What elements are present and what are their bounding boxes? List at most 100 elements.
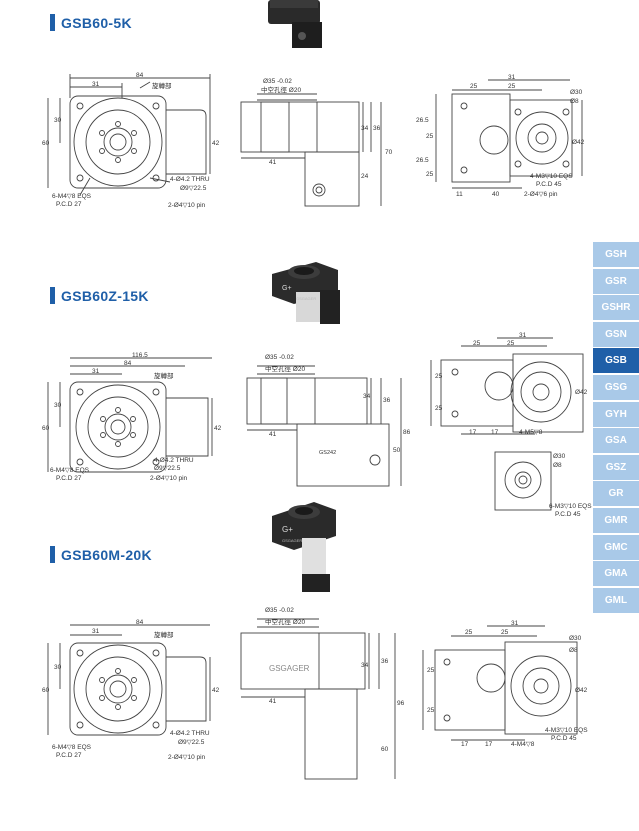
dim-label: Ø30 <box>569 635 582 642</box>
right-view-drawing-20k: 31 25 25 25 25 Ø30 Ø8 Ø42 17 17 4-M4▽8 4… <box>422 620 588 748</box>
note-label: 4-M3▽10 EQS <box>545 727 588 734</box>
series-tab-gsb[interactable]: GSB <box>593 348 639 374</box>
note-label: 4-M4▽8 <box>511 741 535 748</box>
dim-label: 25 <box>508 83 516 90</box>
dim-label: 86 <box>403 429 410 436</box>
dim-label: 42 <box>212 687 220 694</box>
brand-label: GS242 <box>319 450 336 456</box>
note-label: 4-Ø4.2 THRU <box>170 176 210 183</box>
dim-label: 116.5 <box>132 352 148 359</box>
dim-label: 42 <box>212 140 220 147</box>
dim-label: 96 <box>397 700 405 707</box>
dim-label: Ø8 <box>570 98 579 105</box>
dim-label: 31 <box>519 332 527 339</box>
dim-label: 34 <box>361 125 369 132</box>
series-tab-gsz[interactable]: GSZ <box>593 454 639 480</box>
dim-label: Ø42 <box>572 139 585 146</box>
series-tab-gml[interactable]: GML <box>593 587 639 613</box>
series-tab-gyh[interactable]: GYH <box>593 401 639 427</box>
note-label: 6-M4▽8 EQS <box>52 744 92 751</box>
dim-label: 30 <box>54 402 62 409</box>
dim-label: 25 <box>465 629 473 636</box>
series-tab-gr[interactable]: GR <box>593 481 639 507</box>
side-view-drawing-5k: Ø35 -0.02 中空孔徑 Ø20 41 36 34 70 24 <box>240 78 393 207</box>
dim-label: 25 <box>435 405 443 412</box>
series-tab-gmc[interactable]: GMC <box>593 534 639 560</box>
dim-label: 25 <box>473 340 481 347</box>
dim-label: 70 <box>385 149 393 156</box>
dim-label: 24 <box>361 173 369 180</box>
series-tab-gsg[interactable]: GSG <box>593 374 639 400</box>
note-label: 2-Ø4▽10 pin <box>168 754 206 761</box>
series-tab-gshr[interactable]: GSHR <box>593 295 639 321</box>
dim-label: 42 <box>214 425 222 432</box>
note-label: 4-M3▽10 EQS <box>530 173 573 180</box>
note-label: P.C.D 45 <box>551 735 577 742</box>
note-label: 6-M4▽8 EQS <box>52 193 92 200</box>
note-label: 2-Ø4▽10 pin <box>168 202 206 209</box>
dim-label: 36 <box>383 397 391 404</box>
note-label: P.C.D 27 <box>56 201 82 208</box>
dim-label: 60 <box>381 746 389 753</box>
dim-label: Ø30 <box>553 453 566 460</box>
series-tab-gmr[interactable]: GMR <box>593 507 639 533</box>
title-bar <box>50 287 55 304</box>
series-tab-gsh[interactable]: GSH <box>593 242 639 267</box>
dim-label: 25 <box>435 373 443 380</box>
photo-brand-text: GSGAGER <box>296 296 316 301</box>
dim-label: 36 <box>381 658 389 665</box>
right-view-drawing-15k: 31 25 25 25 25 Ø42 17 17 4-M5▽8 Ø30 Ø8 6… <box>430 332 592 518</box>
rotation-part-label: 旋轉部 <box>152 81 172 90</box>
section-title-text: GSB60M-20K <box>61 546 152 563</box>
dim-label: 50 <box>393 447 401 454</box>
section-title-gsb60-5k: GSB60-5K <box>50 14 132 31</box>
brand-label: GSGAGER <box>269 664 310 673</box>
dim-label: Ø35 -0.02 <box>265 354 294 361</box>
dim-label: 25 <box>501 629 509 636</box>
dim-label: 25 <box>426 171 434 178</box>
dim-label: 17 <box>485 741 493 748</box>
series-tab-gsn[interactable]: GSN <box>593 321 639 347</box>
dim-label: 25 <box>426 133 434 140</box>
dim-label: 34 <box>363 393 371 400</box>
dim-label: Ø8 <box>569 647 578 654</box>
dim-label: Ø35 -0.02 <box>263 78 292 85</box>
dim-label: 60 <box>42 425 50 432</box>
series-tab-gsr[interactable]: GSR <box>593 268 639 294</box>
dim-label: Ø35 -0.02 <box>265 607 294 614</box>
dim-label: 31 <box>92 628 100 635</box>
section-title-text: GSB60-5K <box>61 14 132 31</box>
note-label: 6-M3▽10 EQS <box>549 503 592 510</box>
note-label: Ø9▽22.5 <box>180 185 207 192</box>
note-label: 2-Ø4▽10 pin <box>150 475 188 482</box>
front-view-drawing-5k: 84 31 旋轉部 60 30 42 4-Ø4.2 THRU Ø9▽22.5 6… <box>42 72 220 209</box>
dim-label: 26.5 <box>416 157 429 164</box>
dim-label: 中空孔徑 Ø20 <box>265 364 305 373</box>
series-tab-gma[interactable]: GMA <box>593 561 639 587</box>
dim-label: 25 <box>427 707 435 714</box>
dim-label: 41 <box>269 431 277 438</box>
series-tab-gsa[interactable]: GSA <box>593 428 639 454</box>
product-photo-5k <box>268 0 322 48</box>
section-title-text: GSB60Z-15K <box>61 287 149 304</box>
dim-label: 60 <box>42 140 50 147</box>
section-title-gsb60m-20k: GSB60M-20K <box>50 546 152 563</box>
dim-label: 84 <box>124 360 132 367</box>
side-view-drawing-20k: Ø35 -0.02 中空孔徑 Ø20 41 36 34 96 60 GSGAGE… <box>240 607 405 780</box>
dim-label: 17 <box>491 429 499 436</box>
rotation-part-label: 旋轉部 <box>154 371 174 380</box>
photo-brand-text: GSGAGER <box>282 538 302 543</box>
front-view-drawing-15k: 116.5 84 31 旋轉部 60 30 42 4-Ø4.2 THRU Ø9▽… <box>42 352 222 482</box>
dim-label: 36 <box>373 125 381 132</box>
dim-label: Ø42 <box>575 687 588 694</box>
note-label: Ø9▽22.5 <box>178 739 205 746</box>
dim-label: 25 <box>470 83 478 90</box>
dim-label: 30 <box>54 664 62 671</box>
dim-label: 41 <box>269 698 277 705</box>
dim-label: 31 <box>508 74 516 81</box>
note-label: P.C.D 45 <box>555 511 581 518</box>
dim-label: 26.5 <box>416 117 429 124</box>
dim-label: 84 <box>136 619 144 626</box>
dim-label: 11 <box>456 191 463 198</box>
dim-label: 25 <box>427 667 435 674</box>
